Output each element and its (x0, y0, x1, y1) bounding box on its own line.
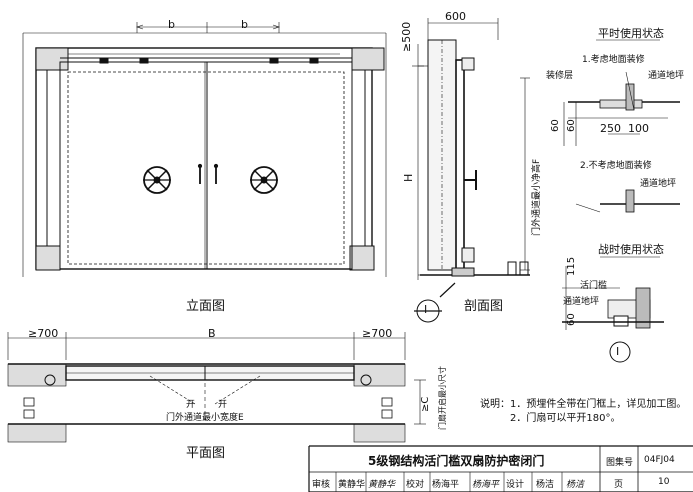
floor-label-1: 通道地坪 (648, 71, 685, 81)
section-title: 剖面图 (464, 299, 504, 314)
plan-open-left: 开 (186, 400, 196, 410)
title-block-grid (308, 445, 693, 492)
detail-marker: I (616, 345, 620, 358)
plan-title: 平面图 (186, 446, 226, 461)
c-label: 门扇开启最小尺寸 (438, 366, 447, 430)
review-label: 审核 (312, 480, 331, 490)
plan-view (7, 332, 426, 443)
checker-signature: 杨海平 (472, 480, 500, 490)
designer-signature: 杨洁 (566, 480, 585, 490)
notes-line-2: 2．门扇可以平开180°。 (510, 413, 621, 424)
atlas-label: 图集号 (606, 458, 634, 468)
peacetime-title: 平时使用状态 (598, 27, 664, 40)
plan-dim-right: ≥700 (362, 327, 393, 340)
detail-dim-115: 115 (566, 256, 577, 276)
detail-views (562, 39, 680, 363)
section-dim-top: ≥500 (400, 21, 413, 52)
wartime-title: 战时使用状态 (598, 243, 664, 256)
checker-name: 杨海平 (432, 480, 460, 490)
dim-b-right: b (241, 18, 248, 31)
reviewer-signature: 黄静华 (368, 480, 396, 490)
detail-dim-60c: 60 (566, 313, 577, 326)
plan-dim-left: ≥700 (28, 327, 59, 340)
page-number: 10 (658, 477, 670, 487)
section-dim-width: 600 (445, 10, 466, 23)
section-marker: I (424, 303, 428, 316)
atlas-number: 04FJ04 (644, 455, 675, 465)
detail-marker-circle (609, 341, 631, 363)
check-label: 校对 (406, 480, 425, 490)
detail-dim-250: 250 (600, 122, 621, 135)
floor-label-3: 通道地坪 (563, 297, 600, 307)
plan-dim-c: ≥C (420, 396, 431, 412)
left-handwheel (143, 166, 171, 194)
notes-lead: 说明： (480, 399, 510, 410)
reviewer-name: 黄静华 (338, 480, 366, 490)
elevation-title: 立面图 (186, 299, 226, 314)
dim-b-left: b (168, 18, 175, 31)
section-dim-height: H (402, 173, 415, 182)
min-width-label: 门外通道最小宽度E (166, 413, 244, 423)
floor-label-2: 通道地坪 (640, 179, 677, 189)
design-label: 设计 (506, 480, 525, 490)
finish-layer-label: 装修层 (546, 71, 574, 81)
plan-open-right: 开 (218, 400, 228, 410)
drawing-title: 5级钢结构活门槛双扇防护密闭门 (368, 454, 545, 468)
detail-item-1: 1.考虑地面装修 (582, 55, 645, 65)
detail-item-2: 2.不考虑地面装修 (580, 161, 652, 171)
plan-dim-width: B (208, 327, 216, 340)
page-label: 页 (614, 480, 624, 490)
notes-line-1: 1．预埋件全带在门框上，详见加工图。 (510, 399, 687, 410)
clear-height-label: 门外通道最小净高F (532, 158, 542, 236)
detail-dim-100: 100 (628, 122, 649, 135)
detail-dim-60b: 60 (566, 119, 577, 132)
designer-name: 杨洁 (536, 480, 555, 490)
right-handwheel (250, 166, 278, 194)
detail-dim-60a: 60 (550, 119, 561, 132)
elevation-view (22, 22, 387, 277)
section-view (412, 18, 530, 323)
movable-sill-label: 活门槛 (580, 281, 608, 291)
